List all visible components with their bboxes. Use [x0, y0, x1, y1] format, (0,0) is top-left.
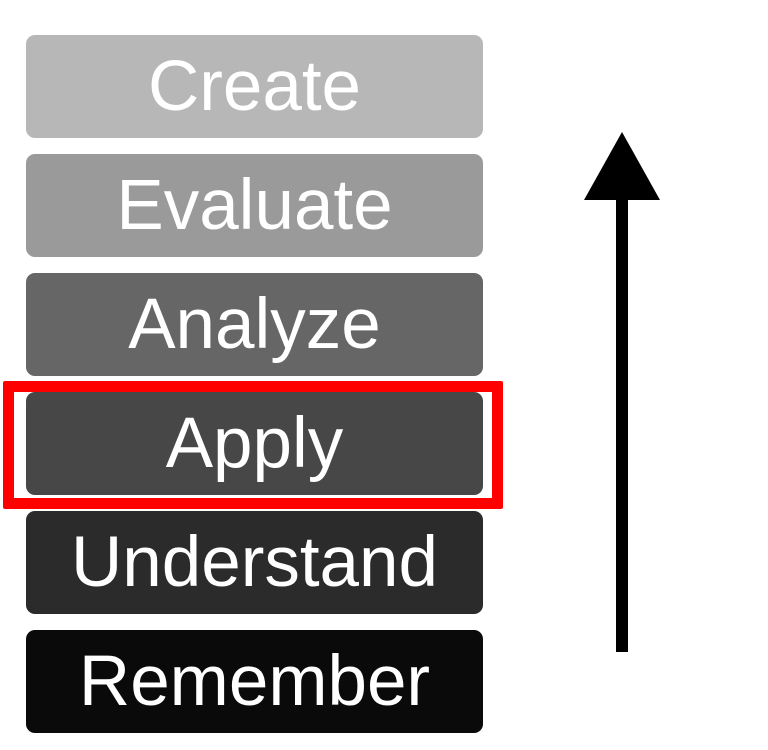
level-box-understand: Understand	[26, 511, 483, 614]
level-label: Remember	[78, 642, 431, 721]
level-analyze: Analyze	[26, 273, 483, 376]
level-box-analyze: Analyze	[26, 273, 483, 376]
level-understand: Understand	[26, 511, 483, 614]
level-remember: Remember	[26, 630, 483, 733]
level-apply: Apply	[3, 381, 503, 509]
arrow-head	[584, 132, 660, 200]
level-label: Understand	[70, 523, 439, 602]
up-arrow-icon	[584, 132, 660, 652]
arrow-shaft	[616, 198, 628, 652]
level-box-apply: Apply	[26, 392, 483, 495]
level-box-create: Create	[26, 35, 483, 138]
level-label: Apply	[165, 404, 344, 483]
level-box-remember: Remember	[26, 630, 483, 733]
level-label: Create	[147, 47, 362, 126]
level-box-evaluate: Evaluate	[26, 154, 483, 257]
level-create: Create	[26, 35, 483, 138]
level-label: Analyze	[128, 285, 381, 364]
level-evaluate: Evaluate	[26, 154, 483, 257]
level-label: Evaluate	[116, 166, 393, 245]
